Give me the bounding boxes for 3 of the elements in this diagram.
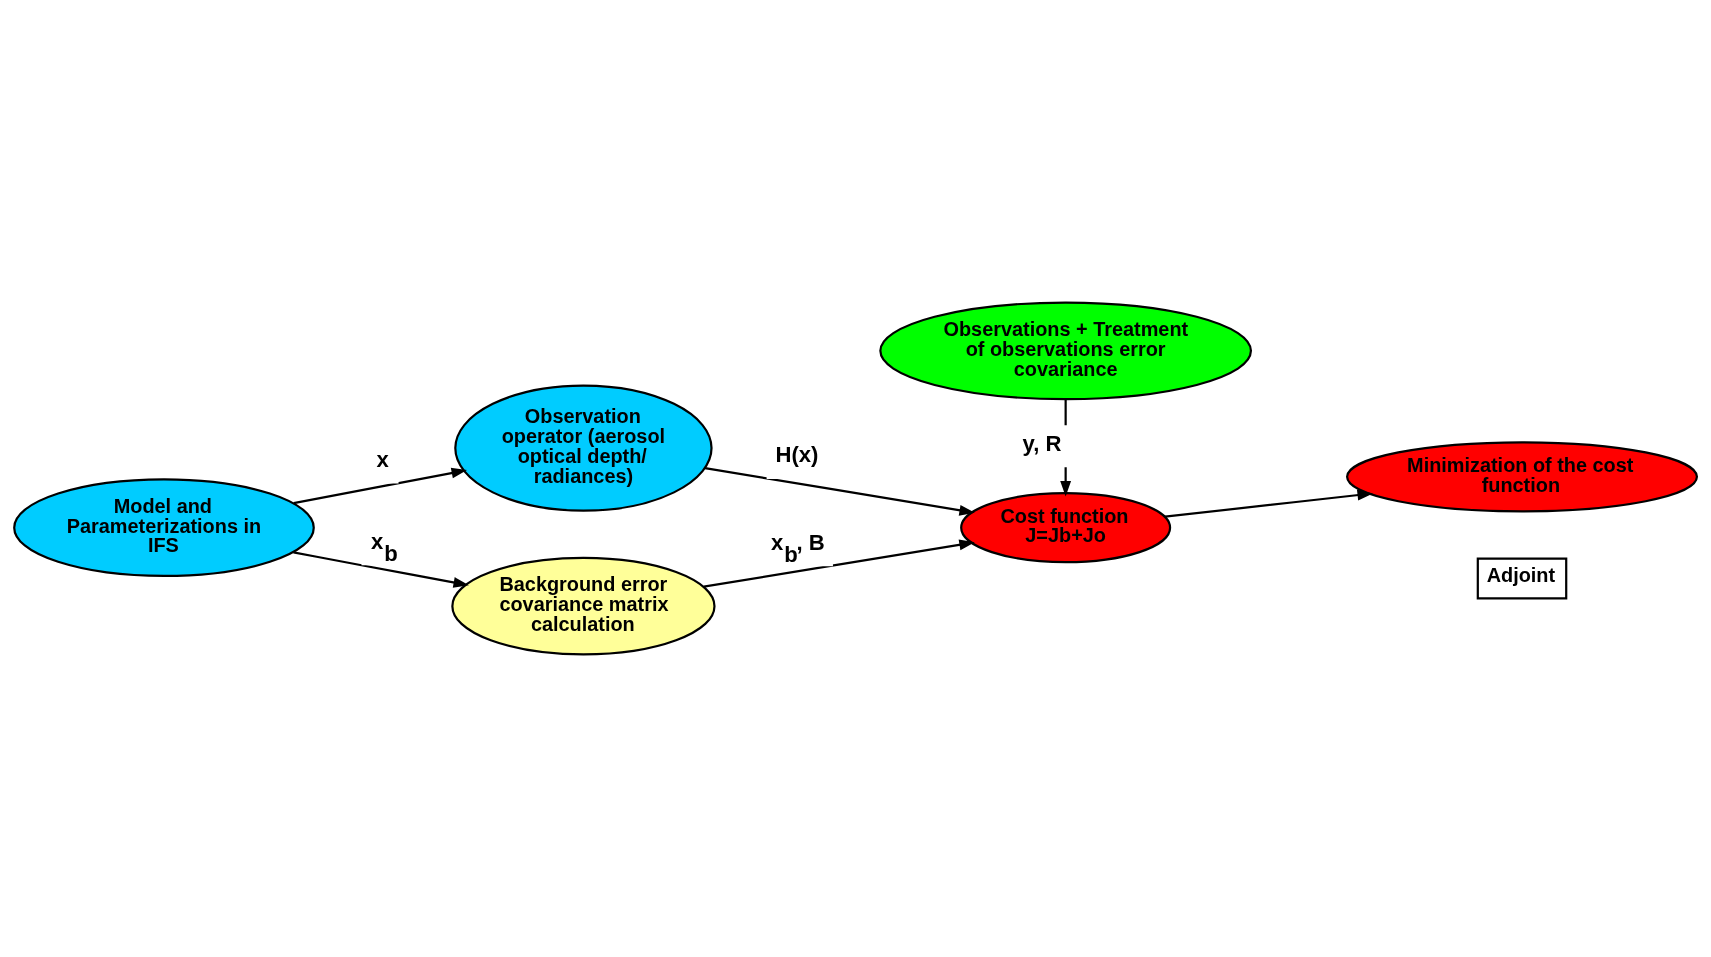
edge-label: x xyxy=(376,446,389,472)
edge-label: y, R xyxy=(1022,430,1062,456)
edge-label: H(x) xyxy=(775,442,819,468)
